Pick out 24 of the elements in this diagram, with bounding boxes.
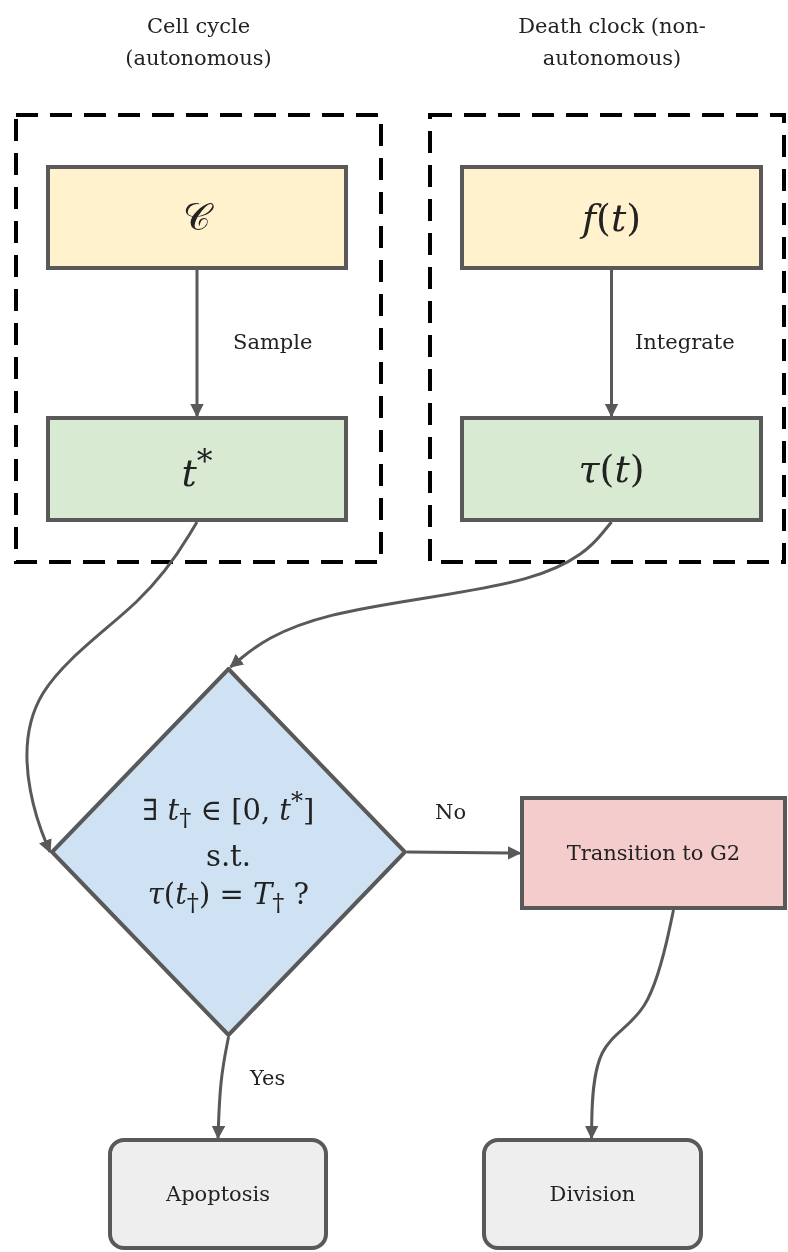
arrow <box>211 1036 230 1140</box>
arrow <box>190 270 204 418</box>
arrow <box>229 521 613 669</box>
math-symbol: t$^{*}$ <box>181 443 213 495</box>
decision-text: τ(t$_{†}$) = T$_{†}$ ? <box>147 876 310 920</box>
process-box <box>46 416 348 522</box>
box-label: Transition to G2 <box>566 841 741 865</box>
arrow <box>25 521 199 854</box>
group-heading: Death clock (non-autonomous) <box>517 13 707 72</box>
math-symbol: τ(t) <box>578 447 645 491</box>
box-label: Division <box>549 1182 636 1206</box>
terminal-box <box>482 1138 703 1250</box>
process-box <box>460 165 763 270</box>
process-box <box>46 165 348 270</box>
process-box <box>520 796 787 910</box>
group-heading: Cell cycle (autonomous) <box>124 13 273 72</box>
arrow <box>407 846 522 860</box>
box-label: Apoptosis <box>165 1182 270 1206</box>
terminal-box <box>108 1138 328 1250</box>
decision-text: s.t. <box>206 838 251 876</box>
arrow <box>604 270 619 418</box>
process-box <box>460 416 763 522</box>
decision-text: ∃ t$_{†}$ ∈ [0, t$^{*}$] <box>142 785 315 835</box>
arrow <box>584 909 675 1140</box>
